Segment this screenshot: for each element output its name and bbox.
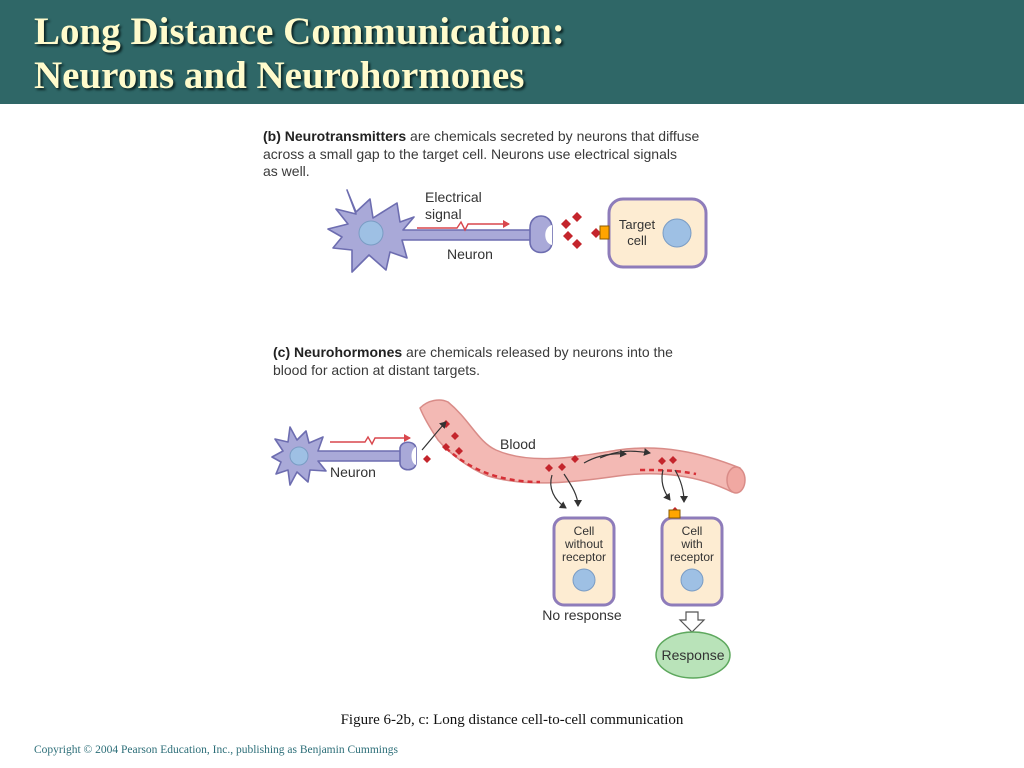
neurohormone-molecule [658, 457, 666, 465]
blood-vessel [419, 399, 744, 493]
panel-b-tag: (b) [263, 128, 281, 144]
panel-b-caption-text-3: as well. [263, 163, 310, 179]
cell-without-receptor: Cell without receptor [552, 516, 616, 607]
neurohormone-molecule [455, 447, 463, 455]
neuron-b-nucleus [358, 220, 384, 246]
neuron-b [327, 189, 553, 273]
panel-c-caption: (c) Neurohormones are chemicals released… [273, 344, 673, 379]
label-neuron-b: Neuron [447, 246, 493, 262]
flow-arrow [674, 469, 688, 503]
flow-arrow [550, 474, 567, 509]
slide-title-line-2: Neurons and Neurohormones [34, 54, 525, 97]
label-electrical-signal-2: signal [425, 206, 462, 222]
flow-arrow [421, 421, 447, 451]
label-response: Response [661, 647, 724, 663]
neurohormone-molecule [451, 432, 459, 440]
cell-with-receptor: Cell with receptor [660, 509, 724, 607]
label-cell-1-line-3: receptor [562, 550, 606, 564]
label-blood: Blood [500, 436, 536, 452]
flow-arrow [563, 473, 582, 507]
panel-c-diagram: Neuron Blood Cell without receptor [271, 399, 746, 679]
response-arrow [678, 611, 706, 633]
neurotransmitter-molecule [572, 212, 582, 222]
figure: Electrical signal Neuron Target cell [271, 189, 746, 679]
panel-b-term: Neurotransmitters [284, 128, 407, 144]
panel-c-term: Neurohormones [294, 344, 403, 360]
label-electrical-signal-1: Electrical [425, 189, 482, 205]
label-cell-1-line-2: without [564, 537, 604, 551]
figure-caption: Figure 6-2b, c: Long distance cell-to-ce… [340, 712, 684, 728]
neurohormone-molecule [442, 443, 450, 451]
flow-arrow [583, 449, 627, 464]
neurotransmitter-molecule [563, 231, 573, 241]
copyright: Copyright © 2004 Pearson Education, Inc.… [34, 744, 398, 756]
cell-with-receptor-nucleus [680, 568, 704, 592]
neurohormone-molecule [423, 455, 431, 463]
neurohormone-molecule [669, 456, 677, 464]
label-neuron-c: Neuron [330, 464, 376, 480]
neuron-c [271, 426, 417, 486]
cell-without-receptor-nucleus [572, 568, 596, 592]
panel-c-caption-text-2: blood for action at distant targets. [273, 361, 481, 378]
neurohormone-molecule [558, 463, 566, 471]
cell-with-receptor-body [660, 516, 724, 607]
vessel-wall-dashes [445, 447, 541, 484]
panel-b-diagram: Electrical signal Neuron Target cell [327, 189, 708, 273]
panel-b-caption-text-2: across a small gap to the target cell. N… [263, 145, 677, 162]
label-cell-2-line-1: Cell [682, 524, 703, 538]
panel-b-caption-text-1: are chemicals secreted by neurons that d… [406, 128, 700, 144]
target-cell-nucleus [662, 218, 692, 248]
title-bar [0, 0, 1024, 104]
neurohormone-molecule [545, 464, 553, 472]
neuron-c-body [271, 426, 409, 486]
slide-title: Long Distance Communication: Neurons and… [34, 10, 565, 98]
flow-arrow [599, 448, 651, 459]
neurotransmitters-b [561, 212, 601, 249]
neurotransmitter-molecule [591, 228, 601, 238]
axon-terminal-b-notch [545, 225, 552, 245]
target-cell: Target cell [599, 197, 708, 269]
receptor-c [668, 509, 681, 519]
panel-b-caption: (b) Neurotransmitters are chemicals secr… [263, 128, 699, 181]
neuron-b-body [327, 189, 549, 273]
receptor-b [599, 225, 610, 240]
neurotransmitter-molecule [561, 219, 571, 229]
electrical-signal-arrow-b [417, 220, 510, 232]
panel-c-tag: (c) [273, 344, 291, 360]
neuron-c-nucleus [289, 446, 309, 466]
flow-arrow [661, 469, 671, 501]
electrical-signal-arrow-c [330, 434, 411, 446]
label-cell-2-line-2: with [680, 537, 702, 551]
cell-without-receptor-body [552, 516, 616, 607]
panel-c-caption-text-1: are chemicals released by neurons into t… [402, 344, 673, 360]
label-cell-1-line-1: Cell [574, 524, 595, 538]
axon-terminal-c-notch [411, 447, 416, 465]
vessel-wall-dashes [639, 468, 697, 476]
label-cell-2-line-3: receptor [670, 550, 714, 564]
response-oval [655, 631, 731, 679]
blood-vessel-end [726, 466, 746, 494]
label-target-cell-1: Target [619, 217, 656, 232]
label-no-response: No response [542, 607, 622, 623]
neurotransmitter-molecule [572, 239, 582, 249]
label-target-cell-2: cell [627, 233, 647, 248]
slide-title-line-1: Long Distance Communication: [34, 10, 565, 53]
neurohormone-molecule [571, 455, 579, 463]
